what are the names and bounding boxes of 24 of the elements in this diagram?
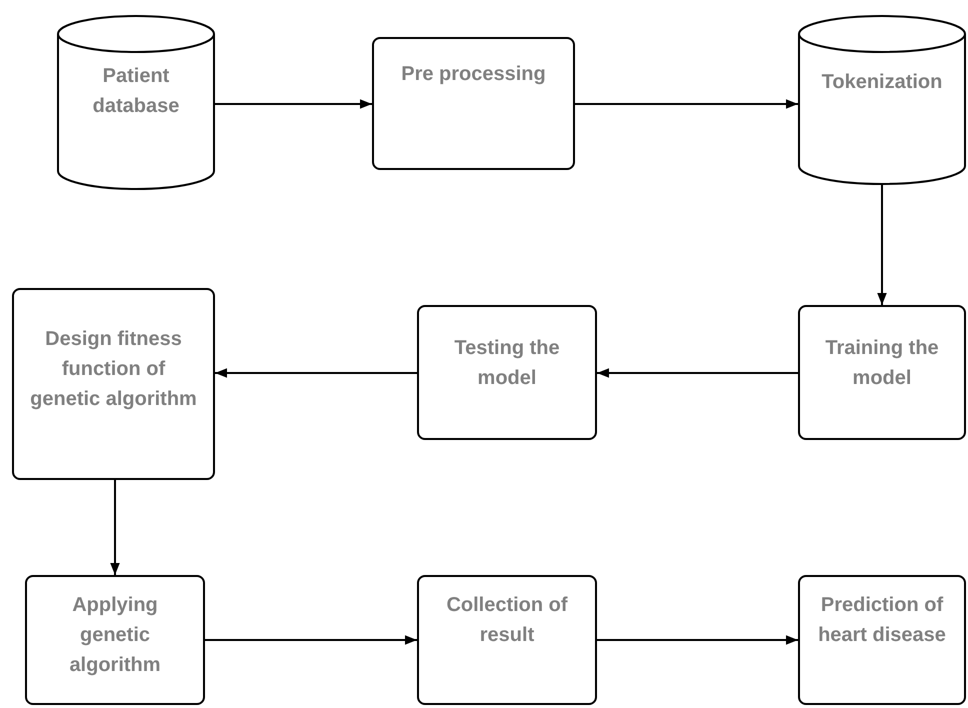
node-label: Patient database: [92, 64, 180, 118]
arrow: [110, 480, 120, 575]
arrow: [597, 635, 798, 645]
arrow: [215, 99, 372, 109]
node-label: Prediction of heart disease: [817, 593, 947, 648]
process-box: [417, 305, 597, 440]
node-label: Design fitness function of genetic algorithm: [29, 327, 198, 412]
process-box: [372, 37, 575, 170]
arrow: [575, 99, 798, 109]
node-label: Tokenization: [820, 70, 944, 95]
node-label: Testing the model: [453, 336, 561, 390]
node-label: Training the model: [824, 336, 940, 390]
arrow: [597, 368, 798, 378]
process-box: [25, 575, 205, 705]
process-box: [798, 305, 966, 440]
arrow: [205, 635, 417, 645]
process-box: [798, 575, 966, 705]
node-label: Collection of result: [445, 593, 569, 648]
node-label: Pre processing: [400, 62, 547, 86]
process-box: [12, 288, 215, 480]
arrow: [877, 185, 887, 305]
node-label: Applying genetic algorithm: [68, 593, 162, 678]
arrow: [215, 368, 417, 378]
process-box: [417, 575, 597, 705]
